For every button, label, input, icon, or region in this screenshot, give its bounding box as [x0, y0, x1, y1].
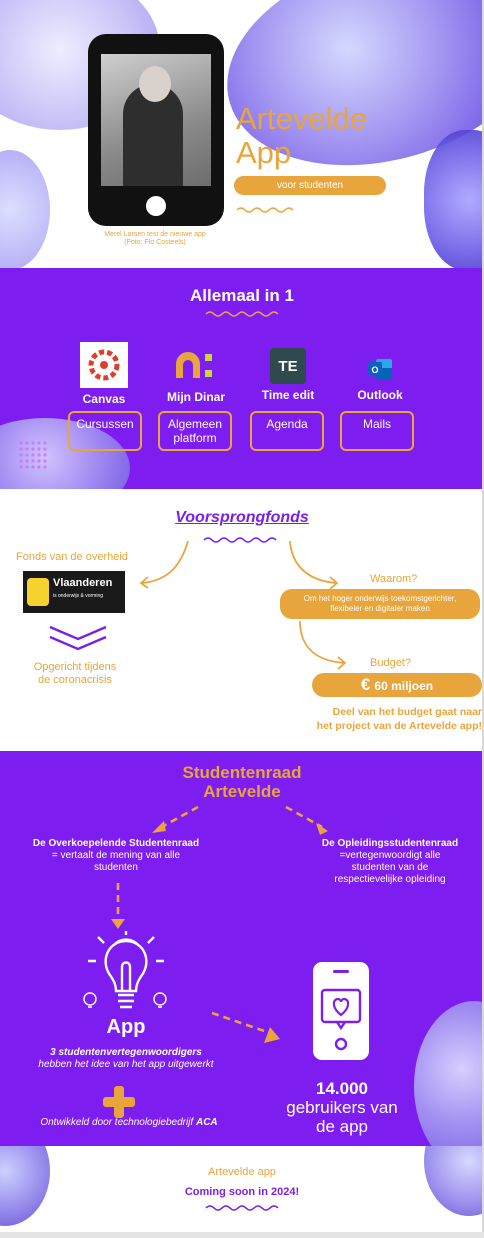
- phone-home-button-icon: [146, 196, 166, 216]
- plus-icon: [103, 1086, 135, 1118]
- tool-outlook: O Outlook: [350, 354, 410, 402]
- users-stat: 14.000 gebruikers van de app: [286, 1079, 398, 1136]
- decorative-blob: [424, 130, 484, 268]
- all-in-one-section: Allemaal in 1 Canvas Mijn: [0, 268, 484, 489]
- tool-mijn-dinar: Mijn Dinar: [160, 346, 232, 404]
- squiggle-icon: [205, 311, 279, 317]
- decorative-blob: [424, 1146, 484, 1216]
- section-title: Voorsprongfonds: [175, 509, 309, 526]
- tool-purpose-box: Agenda: [250, 411, 324, 451]
- council-left: De Overkoepelende Studentenraad = vertaa…: [32, 838, 200, 873]
- photo-caption: Merel Larsen test de nieuwe app (Foto: F…: [104, 231, 206, 246]
- footer-section: Artevelde app Coming soon in 2024!: [0, 1146, 484, 1238]
- svg-text:O: O: [371, 365, 378, 375]
- bottom-bar: [0, 1232, 484, 1238]
- footer-app-name: Artevelde app: [208, 1166, 276, 1178]
- scrollbar-edge: [482, 0, 484, 1238]
- app-label: App: [106, 1016, 146, 1038]
- council-section: Studentenraad Artevelde De Overkoepelend…: [0, 751, 484, 1146]
- fund-section: Voorsprongfonds Fonds van de overheid Vl…: [0, 489, 484, 751]
- vlaanderen-logo: Vlaanderen is onderwijs & vorming: [23, 571, 125, 613]
- squiggle-icon: [205, 1205, 279, 1211]
- page-title: Artevelde App: [236, 101, 367, 170]
- app-phone-icon: [313, 962, 369, 1060]
- outlook-icon: O: [358, 354, 402, 384]
- dots-pattern-icon: [19, 441, 47, 469]
- euro-icon: €: [360, 675, 371, 694]
- phone-photo-frame: [88, 34, 224, 226]
- tool-time-edit: TE Time edit: [258, 348, 318, 402]
- dinar-icon: [174, 346, 218, 386]
- footer-coming-soon: Coming soon in 2024!: [184, 1186, 300, 1198]
- council-right: De Opleidingsstudentenraad =vertegenwoor…: [321, 838, 459, 885]
- section-title: Studentenraad Artevelde: [182, 763, 302, 801]
- fund-note: Opgericht tijdens de coronacrisis: [33, 661, 117, 686]
- lion-icon: [27, 578, 49, 606]
- squiggle-icon: [203, 537, 277, 543]
- photo: [101, 54, 211, 186]
- flow-arrows: [111, 805, 328, 1043]
- hero-section: Merel Larsen test de nieuwe app (Foto: F…: [0, 0, 484, 268]
- subtitle-pill: voor studenten: [234, 176, 386, 195]
- flow-arrows: [49, 540, 347, 670]
- squiggle-icon: [236, 207, 294, 213]
- canvas-icon: [80, 342, 128, 388]
- why-label: Waarom?: [370, 573, 418, 585]
- why-pill: Om het hoger onderwijs toekomstgerichter…: [280, 589, 480, 619]
- tool-canvas: Canvas: [76, 342, 132, 406]
- budget-label: Budget?: [370, 657, 411, 669]
- budget-pill: €60 miljoen: [312, 673, 482, 697]
- tool-purpose-box: Cursussen: [68, 411, 142, 451]
- section-title: Allemaal in 1: [190, 286, 294, 305]
- lightbulb-icon: [83, 931, 167, 1009]
- tool-purpose-box: Mails: [340, 411, 414, 451]
- timeedit-icon: TE: [270, 348, 306, 384]
- decorative-blob: [0, 150, 50, 268]
- developer-text: Ontwikkeld door technologiebedrijf ACA: [40, 1117, 218, 1128]
- idea-text: 3 studentenvertegenwoordigers hebben het…: [38, 1047, 214, 1070]
- fund-source-label: Fonds van de overheid: [16, 551, 128, 563]
- budget-note: Deel van het budget gaat naar het projec…: [316, 706, 482, 732]
